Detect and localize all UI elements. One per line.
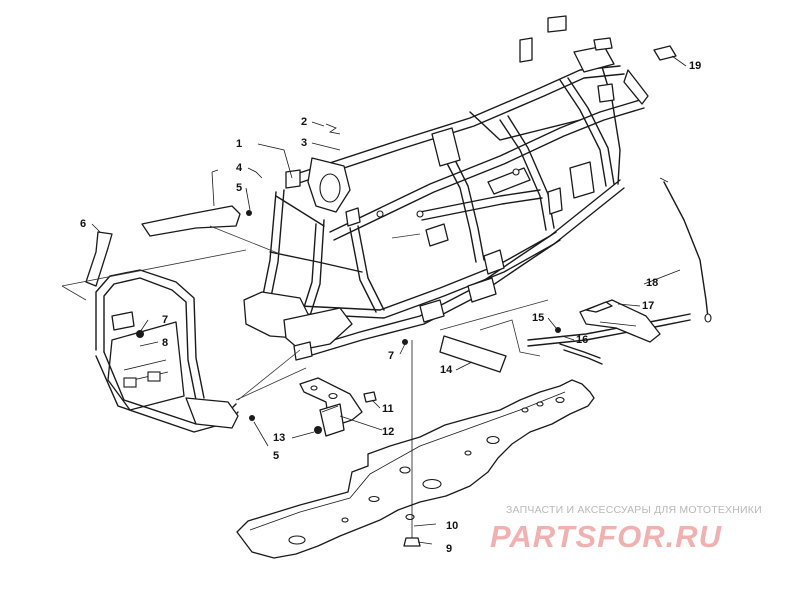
part-9-bolt bbox=[403, 340, 421, 547]
callout-13: 13 bbox=[273, 432, 286, 444]
watermark-logo: PARTSFOR.RU bbox=[490, 519, 723, 554]
callout-2: 2 bbox=[301, 116, 308, 128]
part-8-front-bumper bbox=[95, 269, 239, 433]
part-5-bolt-lower bbox=[249, 415, 255, 421]
callout-16: 16 bbox=[576, 334, 589, 346]
callout-14: 14 bbox=[440, 364, 453, 376]
callout-5-upper: 5 bbox=[236, 182, 243, 194]
part-13-nut bbox=[314, 426, 322, 434]
part-14-label bbox=[439, 335, 507, 373]
part-3-spring bbox=[323, 145, 341, 151]
part-19-pad bbox=[653, 45, 677, 61]
part-2-clip bbox=[325, 123, 341, 135]
part-12-mount-bracket bbox=[299, 377, 363, 437]
callout-7-lower: 7 bbox=[388, 350, 395, 362]
callout-6: 6 bbox=[80, 218, 87, 230]
part-4-bracket bbox=[141, 169, 241, 237]
part-18-rod bbox=[659, 177, 712, 323]
callout-19: 19 bbox=[689, 60, 702, 72]
part-6-strap bbox=[85, 231, 113, 287]
reference-lines bbox=[61, 225, 549, 401]
skid-plate bbox=[236, 379, 595, 559]
callout-15: 15 bbox=[532, 312, 545, 324]
callout-4: 4 bbox=[236, 162, 243, 174]
callout-11: 11 bbox=[382, 403, 394, 415]
part-17-bracket bbox=[579, 299, 661, 343]
part-5-bolt-upper bbox=[246, 210, 252, 216]
main-frame bbox=[243, 15, 649, 361]
callout-10: 10 bbox=[446, 520, 459, 532]
callout-9: 9 bbox=[446, 543, 453, 555]
leader-lines bbox=[91, 55, 687, 545]
callout-18: 18 bbox=[646, 277, 659, 289]
part-15-bolt bbox=[555, 327, 561, 333]
callout-12: 12 bbox=[382, 426, 395, 438]
callout-8: 8 bbox=[162, 337, 169, 349]
part-7-bolt-lower bbox=[402, 339, 408, 345]
callout-17: 17 bbox=[642, 300, 655, 312]
callout-5-lower: 5 bbox=[273, 450, 280, 462]
callout-7-upper: 7 bbox=[162, 314, 169, 326]
callout-1: 1 bbox=[236, 138, 243, 150]
callout-3: 3 bbox=[301, 137, 308, 149]
watermark-tagline: ЗАПЧАСТИ И АКСЕССУАРЫ ДЛЯ МОТОТЕХНИКИ bbox=[506, 504, 762, 516]
part-11-bolt bbox=[363, 391, 377, 403]
